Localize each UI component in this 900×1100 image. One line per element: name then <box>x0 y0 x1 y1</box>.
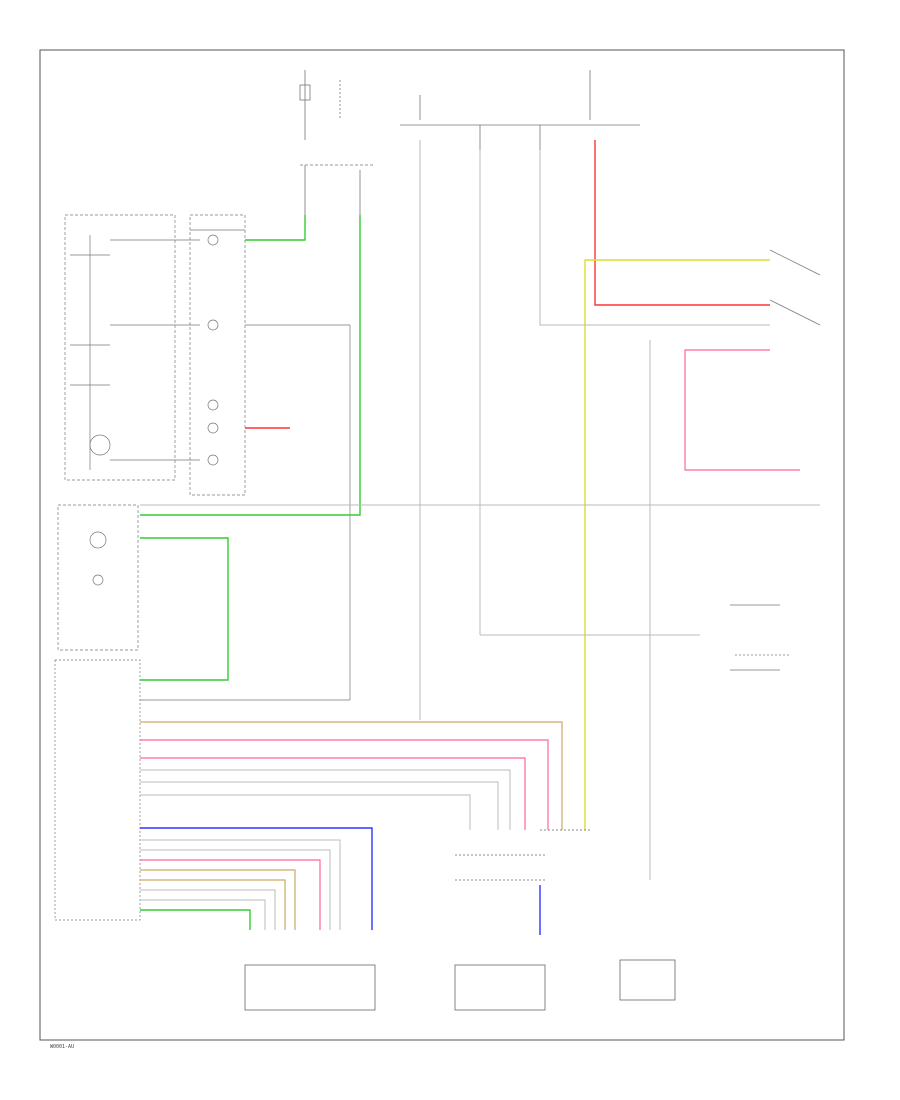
grey-wires <box>140 140 820 930</box>
tan-wires <box>140 721 563 930</box>
steering-wheel-block <box>64 214 246 496</box>
right-switch-area <box>730 249 821 671</box>
diagram-code: W0001-AU <box>50 1044 74 1050</box>
pink-wires <box>140 349 800 930</box>
control-module-block <box>54 324 351 921</box>
green-wires <box>140 215 361 930</box>
red-wires <box>245 140 770 429</box>
diagram-border <box>39 49 845 1041</box>
blue-wires <box>140 827 541 935</box>
yellow-wires <box>584 259 770 830</box>
top-power-area <box>299 70 640 215</box>
bottom-modules <box>244 829 676 1011</box>
